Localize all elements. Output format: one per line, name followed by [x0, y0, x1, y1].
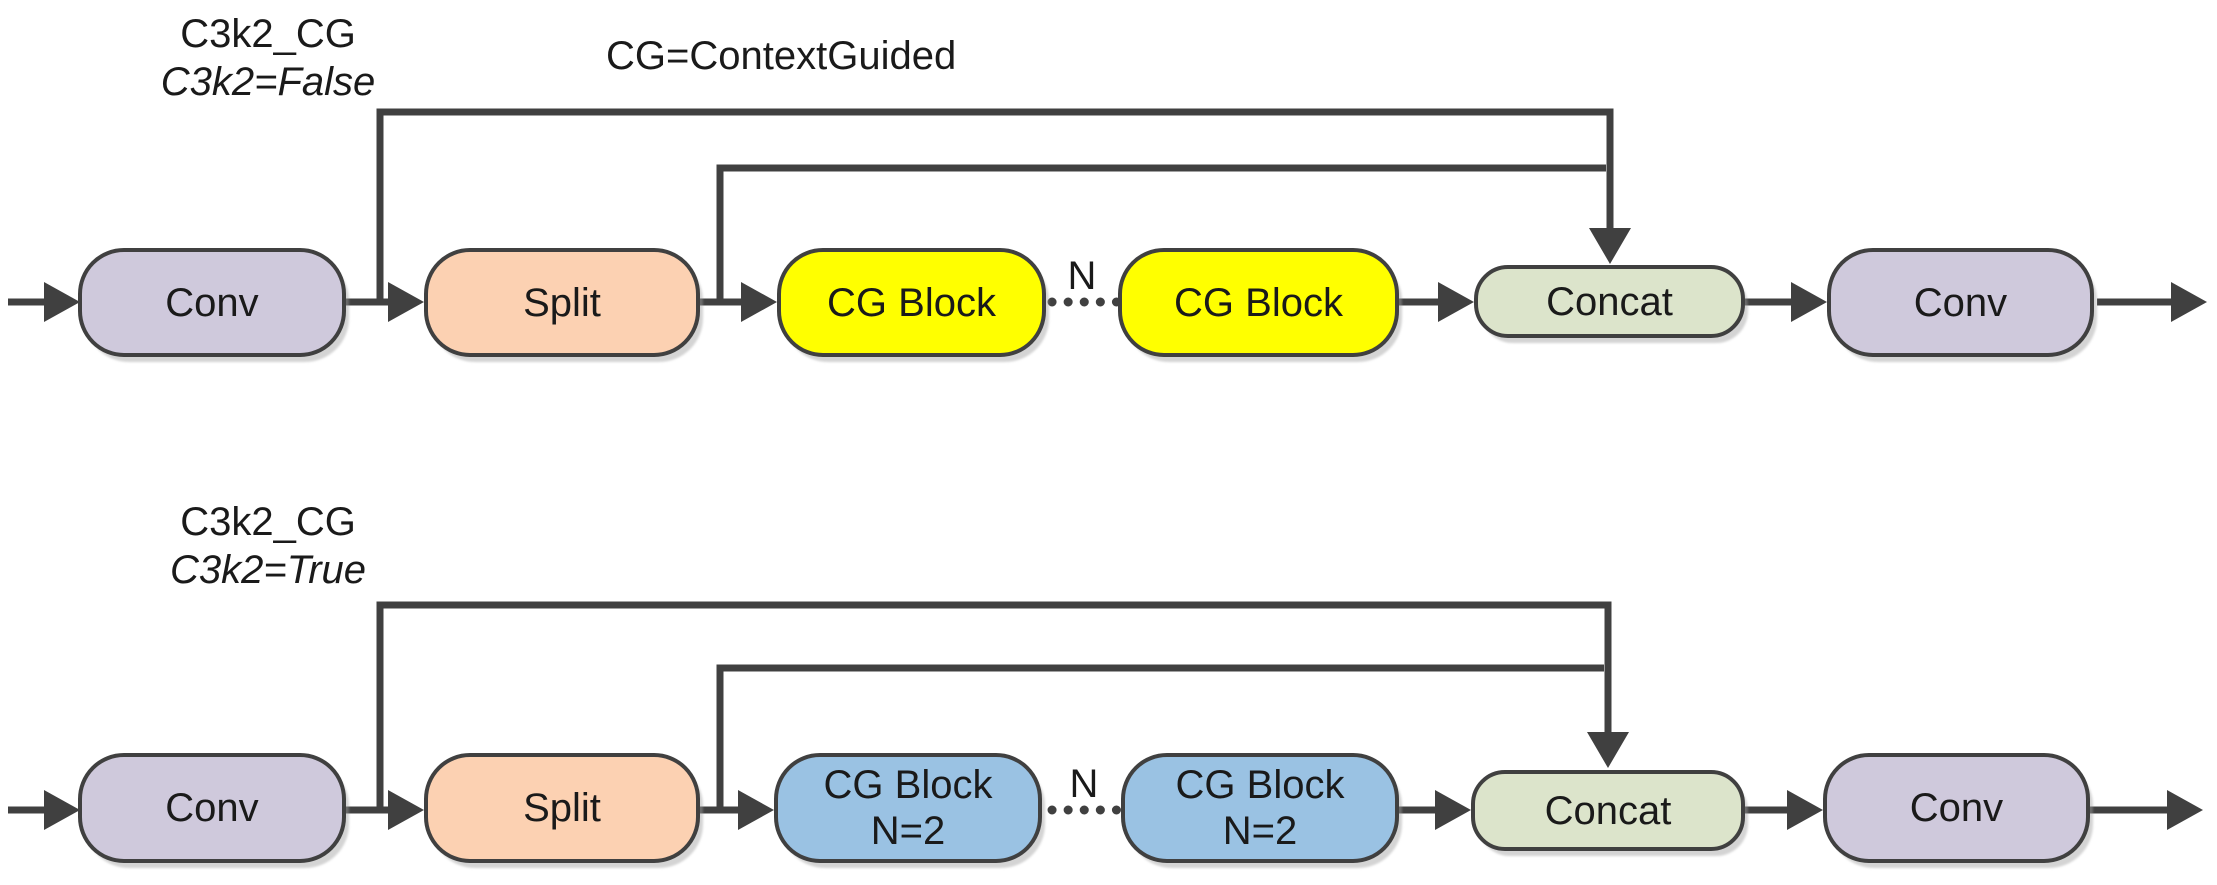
d1-cg-block-2-label: CG Block — [1174, 280, 1343, 325]
d1-cg-block-1-node: CG Block — [777, 248, 1046, 357]
d2-cg-block-2-sublabel: N=2 — [1222, 809, 1298, 853]
d1-skip-connection-outer — [376, 108, 1614, 302]
d1-output-arrowhead — [2171, 282, 2207, 322]
d1-conv-in-label: Conv — [165, 280, 259, 325]
d2-cg-block-1-node: CG Block N=2 — [774, 753, 1042, 863]
diagram2-title-block: C3k2_CG C3k2=True — [98, 498, 438, 594]
d1-skip-connection-inner — [716, 164, 1606, 302]
d1-split-label: Split — [523, 280, 601, 325]
d2-concat-conv-arrowhead — [1787, 790, 1823, 830]
d2-split-cg-arrowhead — [738, 790, 774, 830]
d1-conv-in-node: Conv — [78, 248, 346, 357]
d2-skip-connection-outer — [376, 601, 1612, 810]
cg-annotation: CG=ContextGuided — [606, 34, 957, 78]
d1-input-arrowhead — [44, 282, 80, 322]
d2-conv-split-arrowhead — [388, 790, 424, 830]
d2-skip-arrowhead — [1587, 732, 1629, 768]
d2-output-arrowhead — [2167, 790, 2203, 830]
d1-conv-out-label: Conv — [1913, 280, 2008, 325]
d2-conv-out-node: Conv — [1823, 753, 2090, 863]
diagram2-title: C3k2_CG — [180, 500, 356, 544]
d1-concat-label: Concat — [1546, 279, 1673, 324]
diagram1-connectors — [8, 108, 2207, 322]
d2-split-label: Split — [523, 786, 601, 830]
d2-conv-out-label: Conv — [1909, 786, 2004, 830]
d1-cg-block-2-node: CG Block — [1118, 248, 1399, 357]
d2-cg-block-1-sublabel: N=2 — [870, 809, 946, 853]
d2-concat-node: Concat — [1471, 770, 1745, 851]
d1-split-cg-arrowhead — [741, 282, 777, 322]
diagram2-connectors — [8, 601, 2203, 830]
d2-cg-block-2-node: CG Block N=2 — [1121, 753, 1399, 863]
d1-cg-concat-arrowhead — [1438, 282, 1474, 322]
d2-skip-connection-inner — [716, 664, 1604, 810]
d1-cg-block-1-label: CG Block — [827, 280, 996, 325]
d1-split-node: Split — [424, 248, 700, 357]
diagram1-title: C3k2_CG — [180, 12, 356, 56]
d1-conv-out-node: Conv — [1827, 248, 2094, 357]
diagram1-variant: C3k2=False — [160, 60, 376, 104]
d2-cg-block-2-label: CG Block — [1175, 763, 1345, 807]
d1-concat-node: Concat — [1474, 265, 1745, 338]
d2-split-node: Split — [424, 753, 700, 863]
diagram2-variant: C3k2=True — [169, 548, 366, 592]
d2-conv-in-label: Conv — [165, 786, 259, 830]
d1-concat-conv-arrowhead — [1791, 282, 1827, 322]
d2-input-arrowhead — [44, 790, 80, 830]
d1-conv-split-arrowhead — [388, 282, 424, 322]
diagram1-title-block: C3k2_CG C3k2=False — [98, 10, 438, 106]
d1-skip-arrowhead — [1589, 228, 1631, 264]
d2-conv-in-node: Conv — [78, 753, 346, 863]
d1-n-repeat-label: N — [1067, 254, 1097, 298]
d2-concat-label: Concat — [1544, 788, 1672, 833]
d2-cg-concat-arrowhead — [1435, 790, 1471, 830]
d2-n-repeat-label: N — [1069, 762, 1099, 806]
d2-cg-block-1-label: CG Block — [823, 763, 993, 807]
